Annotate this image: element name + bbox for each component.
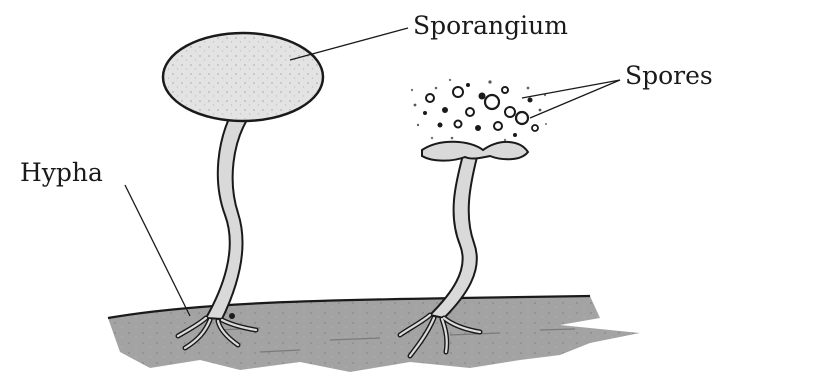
- spores-cloud: [411, 79, 547, 141]
- spores-label: Spores: [625, 63, 713, 88]
- right-sporangiophore-stalk: [430, 155, 477, 318]
- columella: [422, 142, 528, 161]
- sporangium-label: Sporangium: [413, 13, 568, 38]
- rhizoid-dot: [229, 313, 235, 319]
- spores-leader-line-2: [530, 80, 620, 118]
- left-sporangiophore-stalk: [206, 112, 250, 319]
- hypha-leader-line: [125, 185, 190, 316]
- sporangium-speckle: [165, 35, 321, 119]
- spores-leader-line-1: [522, 80, 620, 98]
- sporangium-leader-line: [290, 28, 408, 60]
- hypha-label: Hypha: [20, 160, 103, 185]
